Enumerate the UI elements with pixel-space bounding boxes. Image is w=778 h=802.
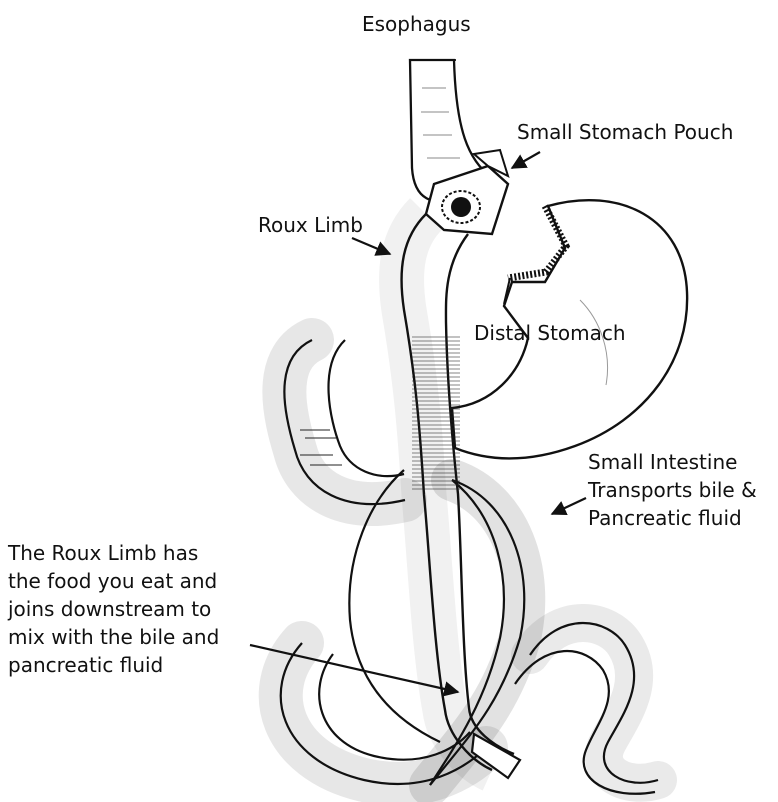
small-intestine-line: Pancreatic fluid xyxy=(588,504,757,532)
distal-stomach-label: Distal Stomach xyxy=(474,319,626,347)
small-stomach-pouch-label: Small Stomach Pouch xyxy=(517,118,733,146)
roux-limb-explanation-line: The Roux Limb has xyxy=(8,539,219,567)
roux-limb-explanation-line: joins downstream to xyxy=(8,595,219,623)
small-intestine-line: Transports bile & xyxy=(588,476,757,504)
roux-limb-explanation: The Roux Limb has the food you eat and j… xyxy=(8,539,219,679)
roux-limb-explanation-line: the food you eat and xyxy=(8,567,219,595)
small-intestine-line: Small Intestine xyxy=(588,448,757,476)
roux-limb-label: Roux Limb xyxy=(258,211,363,239)
small-intestine-label: Small Intestine Transports bile & Pancre… xyxy=(588,448,757,532)
roux-limb-explanation-line: mix with the bile and xyxy=(8,623,219,651)
esophagus-label: Esophagus xyxy=(362,10,471,38)
roux-limb-explanation-line: pancreatic fluid xyxy=(8,651,219,679)
